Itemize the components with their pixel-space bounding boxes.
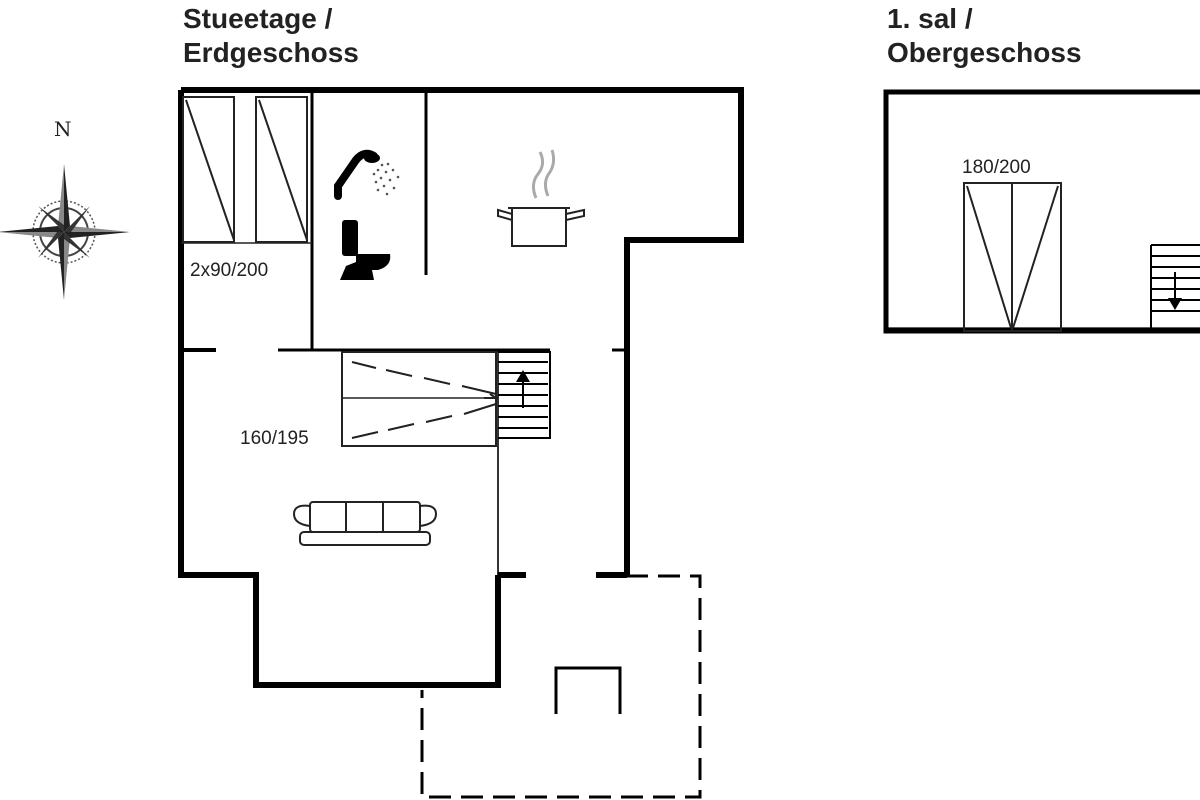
compass-rose-icon (0, 164, 130, 300)
ground-floor-outer-wall (178, 87, 744, 688)
terrace-outline (420, 574, 702, 799)
terrace-step (554, 666, 622, 714)
sofa-icon (292, 501, 438, 546)
compass: N (0, 117, 130, 300)
double-bed-label: 180/200 (962, 157, 1031, 178)
ground-floor-title: Stueetage / Erdgeschoss (183, 3, 359, 68)
compass-north-label: N (54, 117, 72, 141)
twin-bed-label: 2x90/200 (190, 260, 268, 281)
upper-floor-title: 1. sal / Obergeschoss (887, 3, 1082, 68)
toilet-icon (340, 220, 391, 280)
cooking-pot-icon (497, 149, 585, 247)
shower-icon (334, 149, 400, 200)
sofa-bed-label: 160/195 (240, 428, 309, 449)
double-bed (963, 182, 1062, 332)
stair-up-arrow-icon (516, 370, 530, 408)
interior-walls (181, 92, 627, 575)
stair-down-arrow-icon (1168, 272, 1182, 310)
sofa-bed (341, 351, 500, 447)
twin-beds (181, 96, 312, 244)
upper-floor-outer-wall (883, 89, 1200, 334)
